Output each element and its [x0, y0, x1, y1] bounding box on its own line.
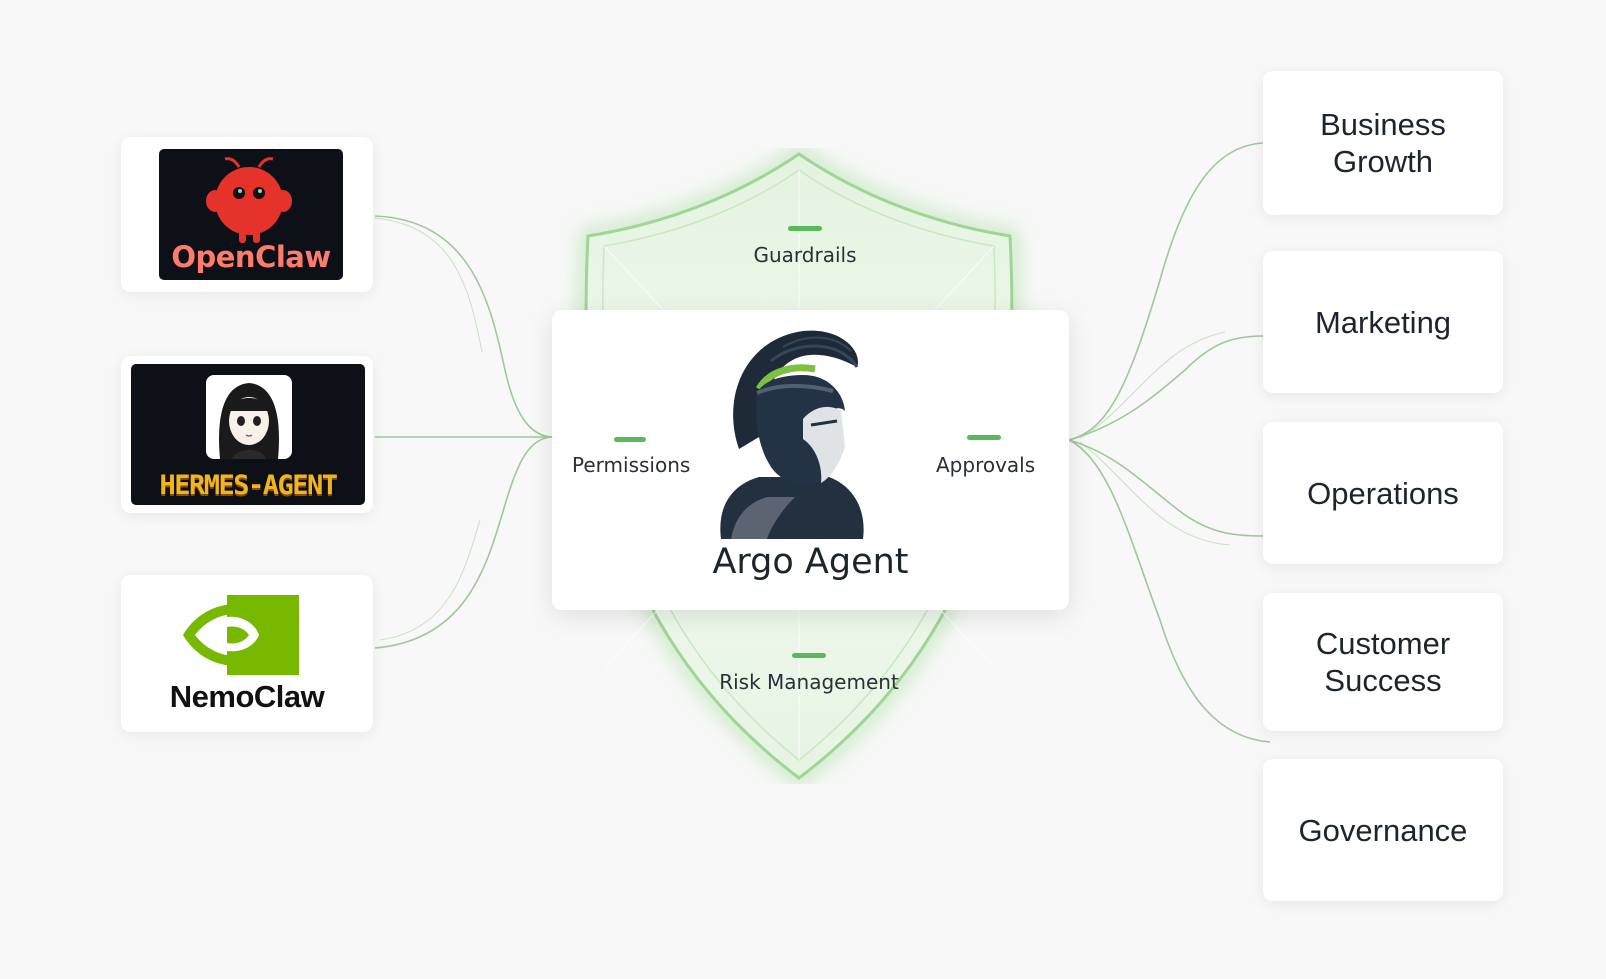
risk-management-label: Risk Management [719, 670, 899, 694]
openclaw-logo: OpenClaw [159, 149, 343, 280]
nemoclaw-wordmark: NemoClaw [169, 679, 325, 714]
spartan-helmet-icon [720, 330, 864, 539]
dept-label: Marketing [1314, 304, 1452, 340]
connector-openclaw-shadow [374, 217, 483, 353]
dept-card-business-growth[interactable]: Business Growth [1263, 71, 1503, 215]
guardrails-label: Guardrails [753, 243, 857, 267]
connector-dept-2 [1068, 439, 1264, 537]
agent-card-nemoclaw[interactable]: NemoClaw [121, 575, 373, 732]
dept-card-marketing[interactable]: Marketing [1263, 251, 1503, 393]
guardrails-tick [788, 226, 822, 231]
hermes-agent-wordmark: HERMES-AGENT [159, 470, 338, 501]
connector-dept-0 [1068, 142, 1264, 441]
lobster-mascot-icon [206, 157, 292, 243]
connector-dept-shadow-a [1079, 331, 1226, 439]
agent-card-openclaw[interactable]: OpenClaw [121, 137, 373, 292]
anime-girl-avatar-icon [206, 375, 292, 459]
argo-agent-card[interactable]: Permissions Approvals Argo Agent [552, 310, 1069, 610]
approvals-tick [967, 435, 1001, 440]
dept-card-operations[interactable]: Operations [1263, 422, 1503, 564]
permissions-label: Permissions [572, 453, 691, 477]
dept-card-customer-success[interactable]: Customer Success [1263, 593, 1503, 731]
approvals-label: Approvals [936, 453, 1036, 477]
dept-label: Business Growth [1320, 107, 1446, 179]
dept-label: Customer Success [1315, 626, 1451, 698]
dept-label: Governance [1298, 812, 1468, 848]
connector-nemoclaw [374, 436, 553, 649]
dept-card-governance[interactable]: Governance [1263, 759, 1503, 901]
dept-label: Operations [1307, 475, 1459, 511]
connector-dept-shadow-b [1079, 441, 1231, 546]
argo-agent-title: Argo Agent [712, 542, 909, 582]
connector-openclaw [374, 215, 553, 438]
hermes-agent-logo: HERMES-AGENT [131, 364, 365, 505]
connector-dept-1 [1068, 335, 1264, 441]
openclaw-wordmark: OpenClaw [171, 240, 331, 274]
agent-card-hermes[interactable]: HERMES-AGENT [121, 356, 373, 513]
nvidia-eye-icon [183, 595, 299, 675]
connector-dept-3 [1068, 439, 1271, 743]
permissions-tick [614, 437, 646, 442]
risk-management-tick [792, 653, 826, 658]
connector-nemoclaw-shadow [379, 519, 481, 641]
